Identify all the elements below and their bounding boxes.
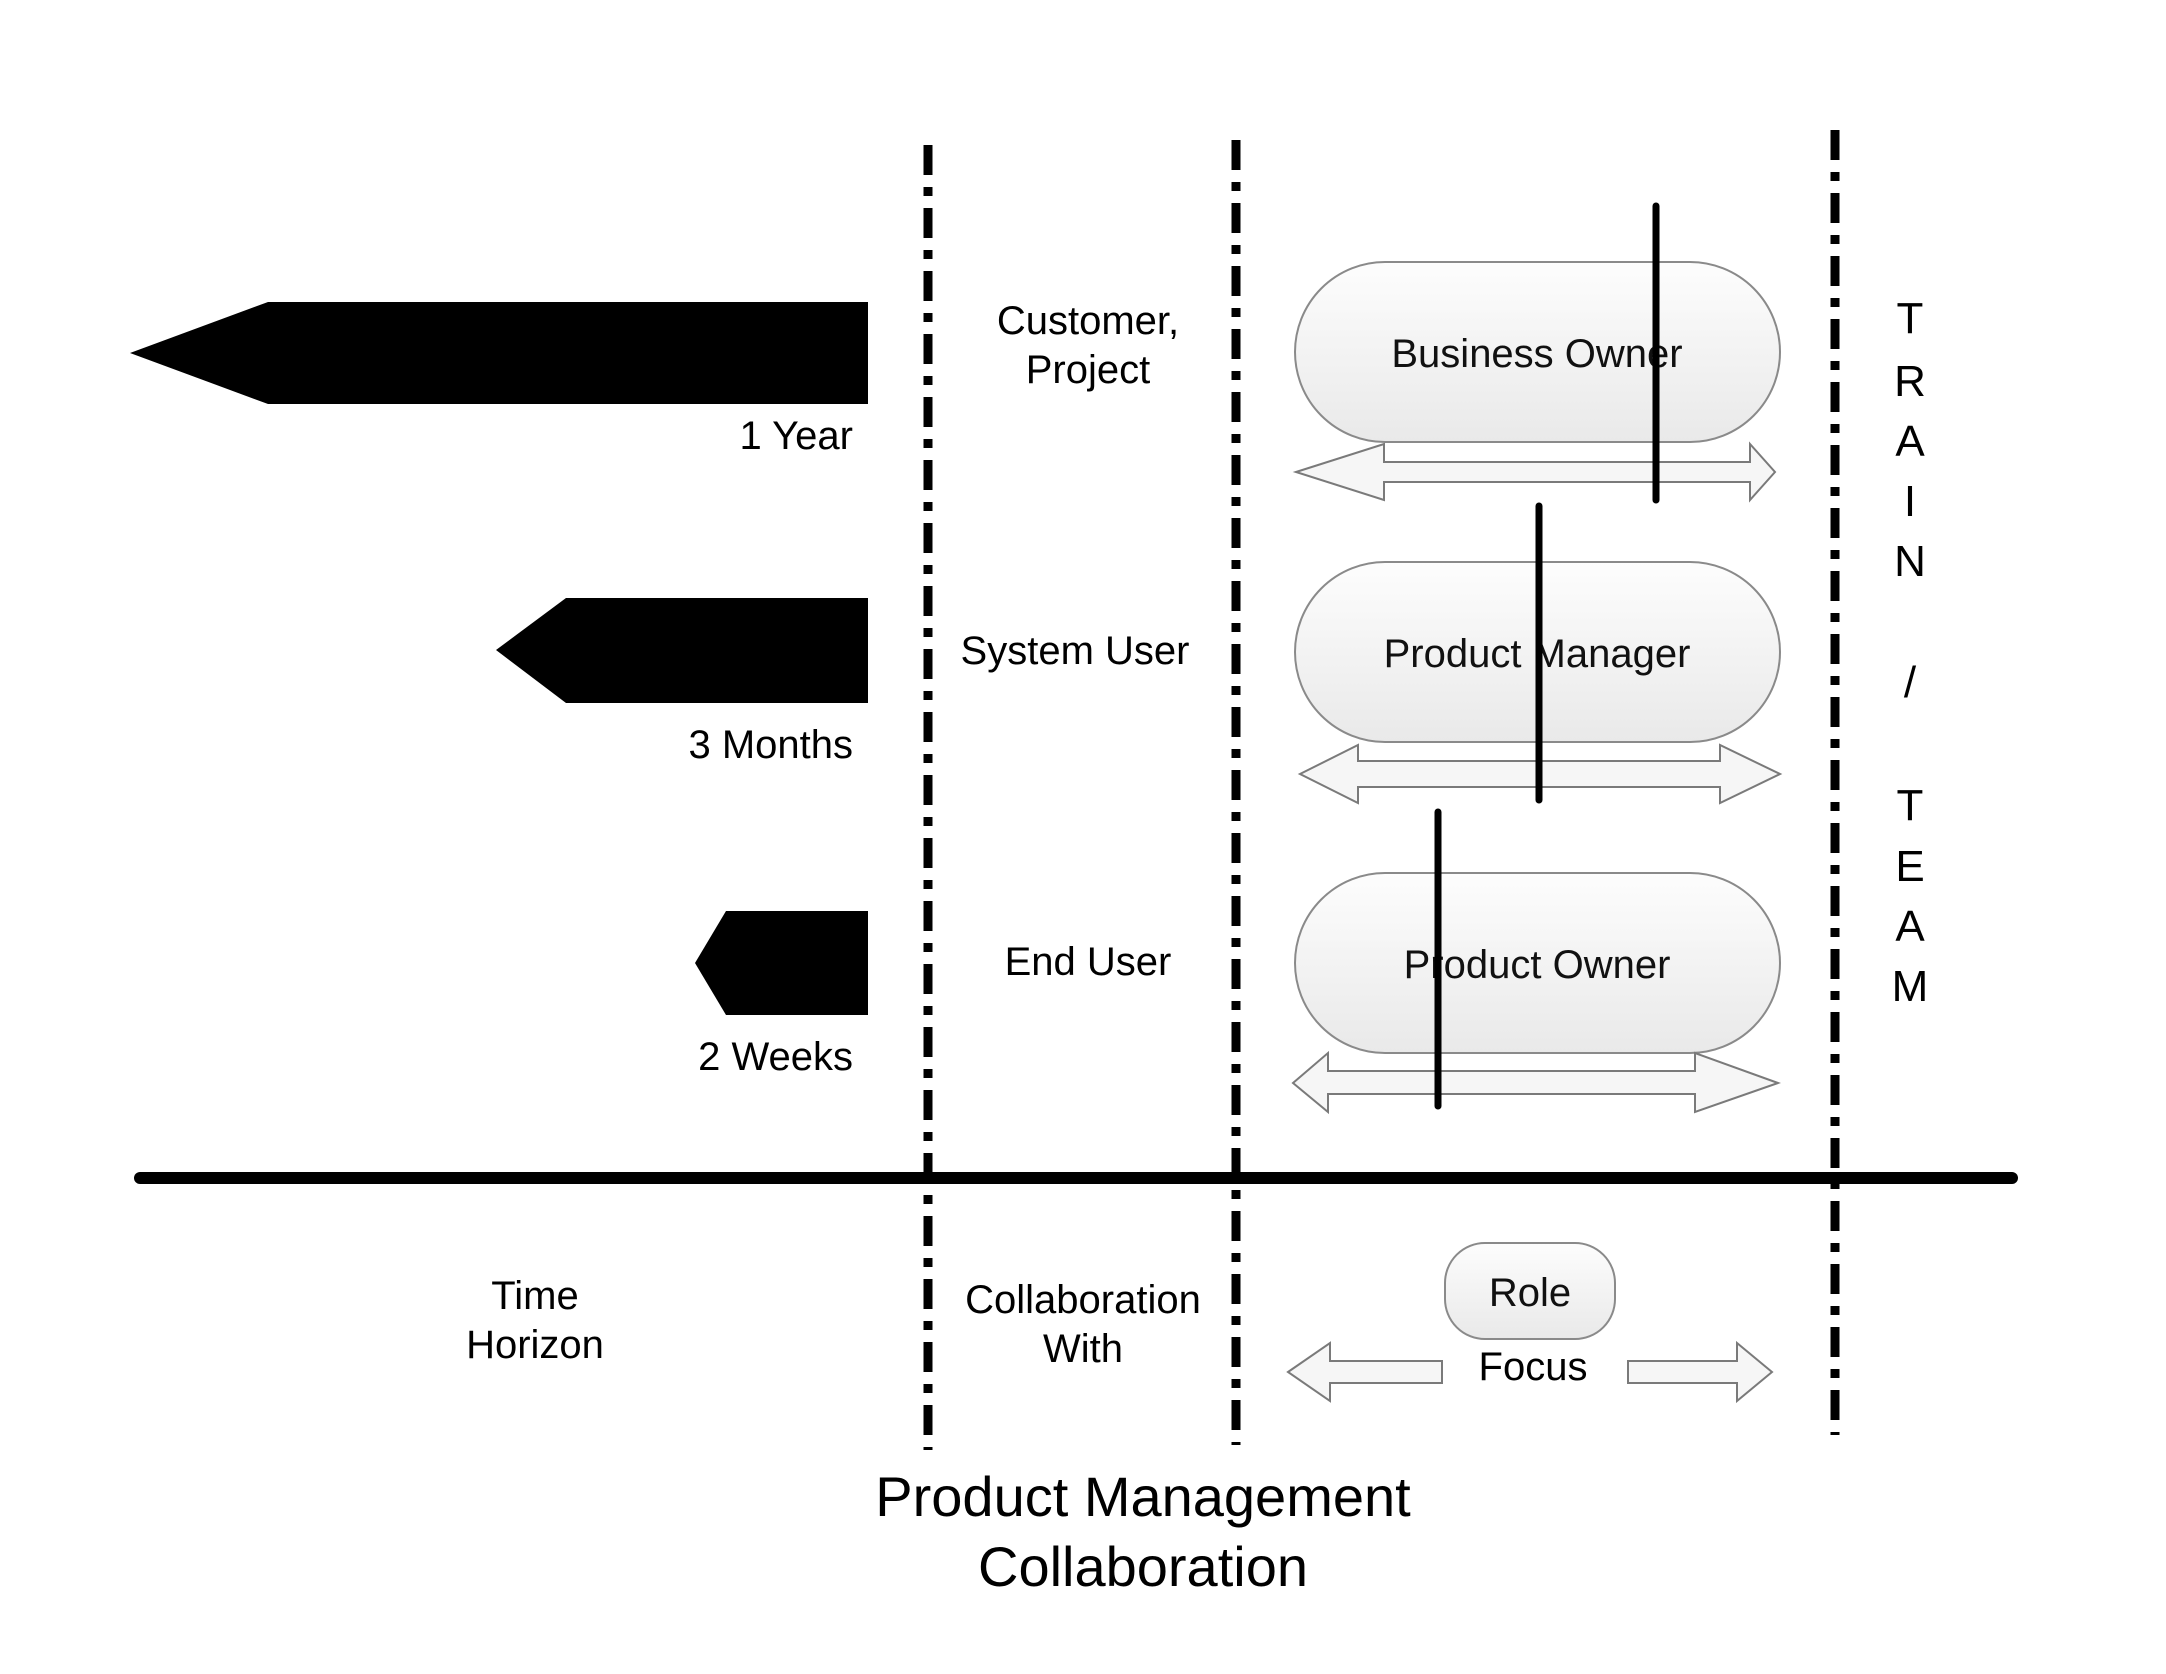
diagram-title-line2: Collaboration [978,1535,1308,1598]
train-team-letter: A [1895,417,1925,466]
legend-role-pill [1444,1242,1616,1340]
legend-collaboration-with-line2: With [1043,1327,1123,1371]
train-team-letter: M [1892,962,1929,1011]
time-arrow-2-weeks [695,911,868,1015]
time-arrow-1-year [130,302,868,404]
time-arrow-3-months [496,598,868,703]
train-team-label: T R A I N / T E A M [1892,294,1929,1011]
role-pill-product-owner [1294,872,1781,1054]
train-team-letter: T [1897,294,1924,343]
train-team-letter: / [1904,658,1917,707]
legend-focus-right-arrow [1627,1340,1774,1404]
time-label-3-months: 3 Months [688,723,853,767]
legend-time-horizon-line1: Time [491,1274,578,1318]
legend-collaboration-with-line1: Collaboration [965,1278,1201,1322]
collaborator-end-user: End User [1005,940,1172,984]
collaborator-customer-project-line2: Project [1026,348,1151,392]
time-label-1-year: 1 Year [740,414,853,458]
legend-focus-label: Focus [1479,1345,1588,1389]
legend-role-label: Role [1489,1271,1571,1315]
role-label-product-owner: Product Owner [1404,943,1671,987]
train-team-letter: A [1895,902,1925,951]
train-team-letter: N [1894,537,1926,586]
diagram-title-line1: Product Management [875,1465,1411,1528]
legend-time-horizon-line2: Horizon [466,1323,604,1367]
legend-focus-left-arrow [1286,1341,1443,1403]
train-team-letter: R [1894,357,1926,406]
train-team-letter: E [1895,842,1924,891]
collaborator-customer-project-line1: Customer, [997,299,1179,343]
time-label-2-weeks: 2 Weeks [698,1035,853,1079]
focus-arrow-business-owner [1292,441,1777,503]
train-team-letter: I [1904,477,1916,526]
focus-arrow-product-owner [1291,1050,1781,1115]
train-team-letter: T [1897,781,1924,830]
role-label-business-owner: Business Owner [1391,332,1682,376]
collaborator-system-user: System User [961,629,1190,673]
